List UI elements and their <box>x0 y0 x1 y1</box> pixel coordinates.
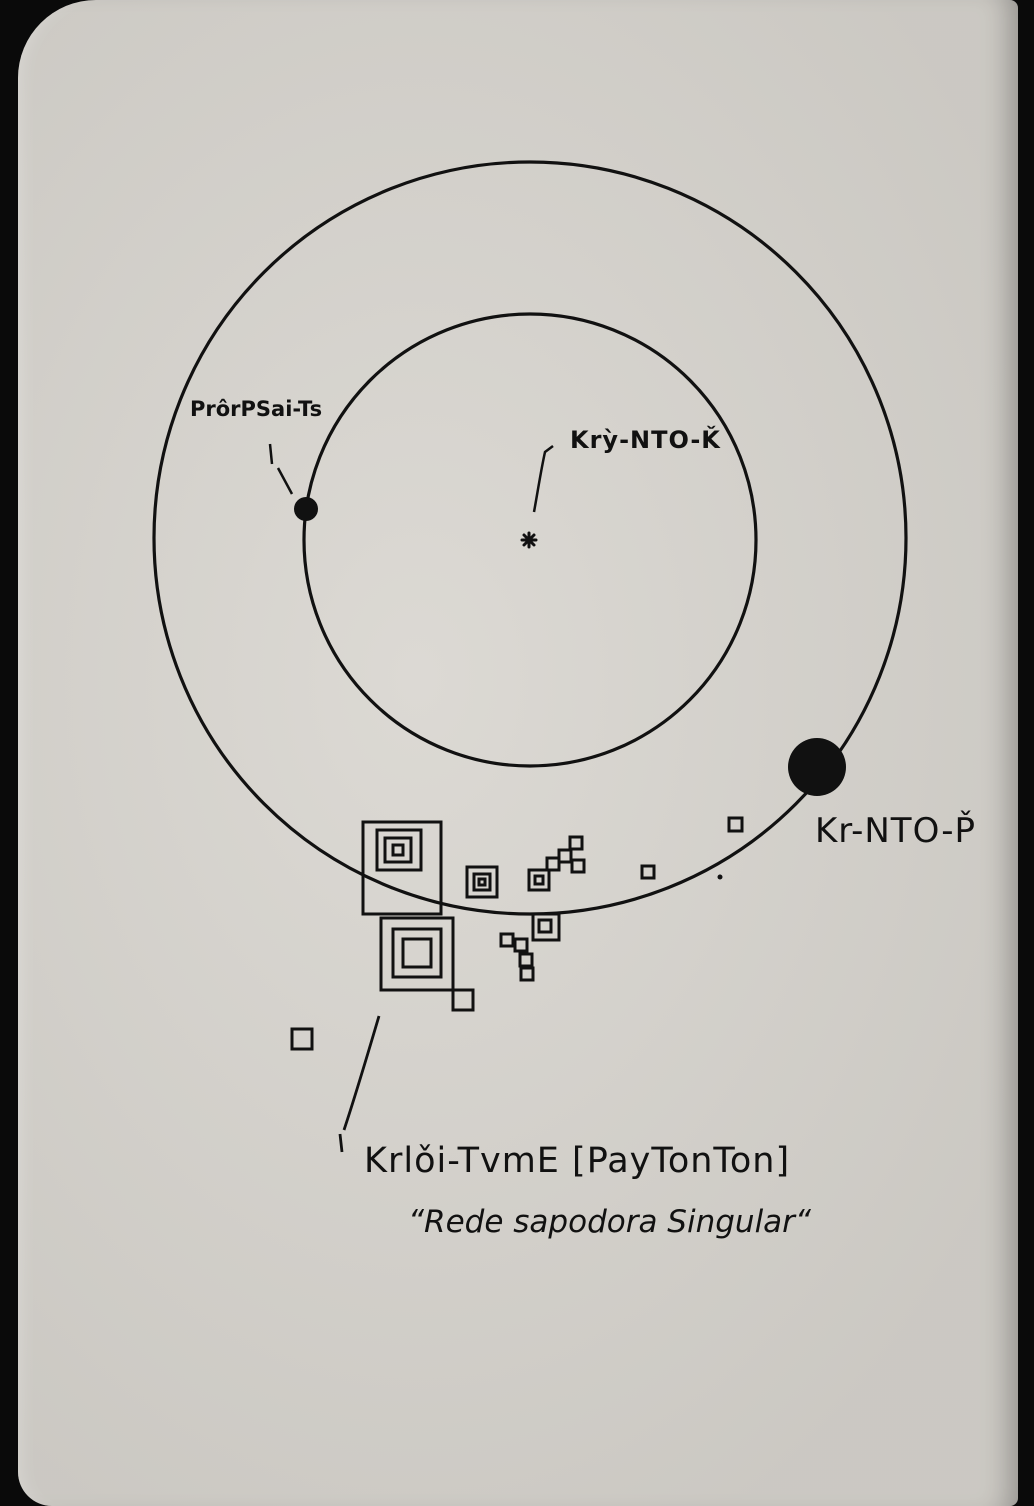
small-square <box>527 868 551 892</box>
nested-square <box>401 937 433 969</box>
outer-planet <box>788 738 846 796</box>
nested-square <box>472 872 492 892</box>
inner-planet <box>294 497 318 521</box>
small-square <box>727 816 744 833</box>
outer-orbit <box>152 160 908 916</box>
outer-planet-label: Kr-NTO-P̌ <box>815 810 976 851</box>
paper-sheet <box>18 0 1018 1506</box>
nested-square <box>391 843 405 857</box>
center-star-label: Krỳ-NTO-Ǩ <box>570 425 721 454</box>
center-star-leader-line <box>532 445 554 513</box>
inner-orbit <box>302 312 758 768</box>
small-square <box>499 932 515 948</box>
inner-planet-leader-line <box>268 443 294 495</box>
cluster-subtitle-label: “Rede sapodora Singular“ <box>408 1204 812 1240</box>
small-square <box>568 835 584 851</box>
small-square <box>545 856 561 872</box>
small-square <box>513 937 529 953</box>
nested-square <box>477 877 487 887</box>
nested-square <box>533 874 545 886</box>
dot-marker <box>717 874 723 880</box>
small-square <box>519 966 535 982</box>
small-square <box>451 988 475 1012</box>
small-square <box>518 952 534 968</box>
small-square <box>531 912 561 942</box>
cluster-leader-line <box>338 1015 381 1153</box>
large-square-upper <box>361 820 443 916</box>
square-cluster <box>290 816 744 1051</box>
small-square <box>290 1027 314 1051</box>
small-square <box>557 848 573 864</box>
medium-square <box>465 865 499 899</box>
nested-square <box>375 828 423 872</box>
inner-planet-label: PrôrPSai-Ts <box>190 397 322 421</box>
cluster-title-label: Krlǒi-TvmE [PayTonTon] <box>364 1141 790 1181</box>
small-square <box>570 858 586 874</box>
small-square <box>640 864 656 880</box>
nested-square <box>391 927 443 979</box>
large-square-lower <box>379 916 455 992</box>
central-star <box>520 531 538 549</box>
nested-square <box>537 918 553 934</box>
nested-square <box>383 836 413 864</box>
